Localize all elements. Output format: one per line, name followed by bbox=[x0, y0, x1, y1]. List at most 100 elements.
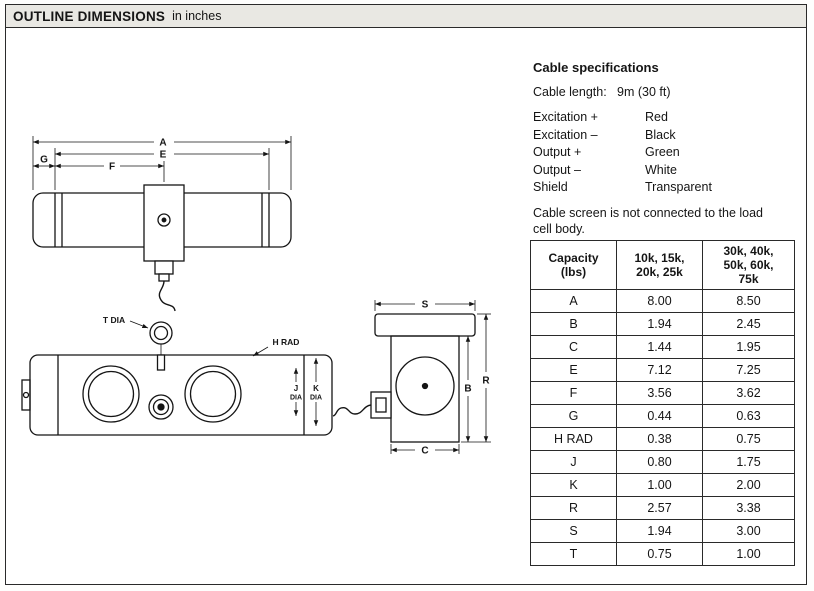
value-cell: 1.44 bbox=[616, 335, 703, 359]
dim-cell: A bbox=[530, 289, 617, 313]
value-cell: 3.00 bbox=[702, 519, 795, 543]
cable-end-view bbox=[332, 404, 372, 417]
dim-label-f: F bbox=[109, 162, 115, 173]
dim-cell: K bbox=[530, 473, 617, 497]
dim-cell: R bbox=[530, 496, 617, 520]
value-cell: 0.38 bbox=[616, 427, 703, 451]
wire-row: Output + Green bbox=[533, 144, 803, 162]
value-cell: 0.80 bbox=[616, 450, 703, 474]
wire-color: Red bbox=[645, 110, 668, 124]
col-header-capacity: Capacity (lbs) bbox=[530, 240, 617, 290]
value-cell: 3.56 bbox=[616, 381, 703, 405]
dim-label-b: B bbox=[464, 384, 471, 395]
title-bar: OUTLINE DIMENSIONS in inches bbox=[5, 4, 807, 28]
dim-label-s: S bbox=[422, 300, 429, 311]
t-dia-detail-circle bbox=[149, 321, 173, 345]
cable-length-row: Cable length: 9m (30 ft) bbox=[533, 84, 803, 100]
table-header-row: Capacity (lbs) 10k, 15k, 20k, 25k 30k, 4… bbox=[530, 240, 795, 290]
dim-label-a: A bbox=[159, 138, 166, 149]
value-cell: 7.25 bbox=[702, 358, 795, 382]
value-cell: 2.45 bbox=[702, 312, 795, 336]
value-cell: 1.00 bbox=[702, 542, 795, 566]
dim-cell: T bbox=[530, 542, 617, 566]
dimension-lines bbox=[32, 136, 491, 454]
dim-label-h-rad: H RAD bbox=[273, 337, 300, 347]
dim-label-e: E bbox=[160, 150, 167, 161]
wire-label: Output + bbox=[533, 145, 582, 159]
value-cell: 0.44 bbox=[616, 404, 703, 428]
cable-length-label: Cable length: bbox=[533, 85, 607, 99]
dim-cell: S bbox=[530, 519, 617, 543]
dim-label-j: J bbox=[294, 384, 298, 393]
cable-top-view bbox=[158, 280, 176, 312]
wire-color: Transparent bbox=[645, 180, 712, 194]
value-cell: 0.75 bbox=[702, 427, 795, 451]
dim-cell: C bbox=[530, 335, 617, 359]
value-cell: 3.62 bbox=[702, 381, 795, 405]
wire-label: Output – bbox=[533, 162, 581, 177]
value-cell: 8.50 bbox=[702, 289, 795, 313]
dimensions-table: Capacity (lbs) 10k, 15k, 20k, 25k 30k, 4… bbox=[530, 240, 795, 566]
outline-drawing-area: A E F G T DIA H RAD J DIA K DIA S B R C bbox=[8, 30, 524, 587]
cable-specifications: Cable specifications Cable length: 9m (3… bbox=[533, 60, 803, 237]
value-cell: 1.00 bbox=[616, 473, 703, 497]
wire-row: Output – White bbox=[533, 162, 803, 180]
cable-specs-title: Cable specifications bbox=[533, 60, 659, 75]
value-cell: 0.63 bbox=[702, 404, 795, 428]
value-cell: 2.00 bbox=[702, 473, 795, 497]
cable-note: Cable screen is not connected to the loa… bbox=[533, 205, 764, 236]
wire-row: Excitation + Red bbox=[533, 109, 803, 127]
wire-row: Shield Transparent bbox=[533, 179, 803, 197]
col-header-large-capacities: 30k, 40k, 50k, 60k, 75k bbox=[702, 240, 795, 290]
page-subtitle: in inches bbox=[172, 9, 222, 23]
wire-color: White bbox=[645, 162, 677, 177]
dim-cell: B bbox=[530, 312, 617, 336]
dim-label-c: C bbox=[421, 446, 428, 457]
dim-label-j-dia: DIA bbox=[290, 395, 302, 402]
value-cell: 1.95 bbox=[702, 335, 795, 359]
dim-cell: F bbox=[530, 381, 617, 405]
end-view-drawing bbox=[332, 313, 476, 443]
dim-cell: E bbox=[530, 358, 617, 382]
value-cell: 8.00 bbox=[616, 289, 703, 313]
dim-cell: H RAD bbox=[530, 427, 617, 451]
wire-label: Excitation – bbox=[533, 127, 598, 142]
dim-cell: G bbox=[530, 404, 617, 428]
page-title: OUTLINE DIMENSIONS bbox=[13, 8, 166, 24]
wire-label: Shield bbox=[533, 180, 568, 194]
value-cell: 7.12 bbox=[616, 358, 703, 382]
wire-row: Excitation – Black bbox=[533, 127, 803, 145]
dim-label-r: R bbox=[482, 376, 490, 387]
dim-label-t-dia: T DIA bbox=[103, 315, 125, 325]
value-cell: 1.94 bbox=[616, 312, 703, 336]
value-cell: 1.94 bbox=[616, 519, 703, 543]
wire-color: Green bbox=[645, 145, 680, 159]
outline-drawings-svg: A E F G T DIA H RAD J DIA K DIA S B R C bbox=[21, 136, 491, 457]
dim-cell: J bbox=[530, 450, 617, 474]
wire-color: Black bbox=[645, 127, 676, 142]
cable-length-value: 9m (30 ft) bbox=[617, 85, 671, 99]
col-header-small-capacities: 10k, 15k, 20k, 25k bbox=[616, 240, 703, 290]
value-cell: 2.57 bbox=[616, 496, 703, 520]
wire-label: Excitation + bbox=[533, 110, 598, 124]
dim-label-k-dia: DIA bbox=[310, 395, 322, 402]
dim-label-k: K bbox=[313, 384, 319, 393]
value-cell: 0.75 bbox=[616, 542, 703, 566]
dim-label-g: G bbox=[40, 155, 48, 166]
value-cell: 1.75 bbox=[702, 450, 795, 474]
side-view-top-drawing bbox=[32, 184, 292, 312]
side-view-bottom-drawing bbox=[21, 321, 333, 436]
value-cell: 3.38 bbox=[702, 496, 795, 520]
